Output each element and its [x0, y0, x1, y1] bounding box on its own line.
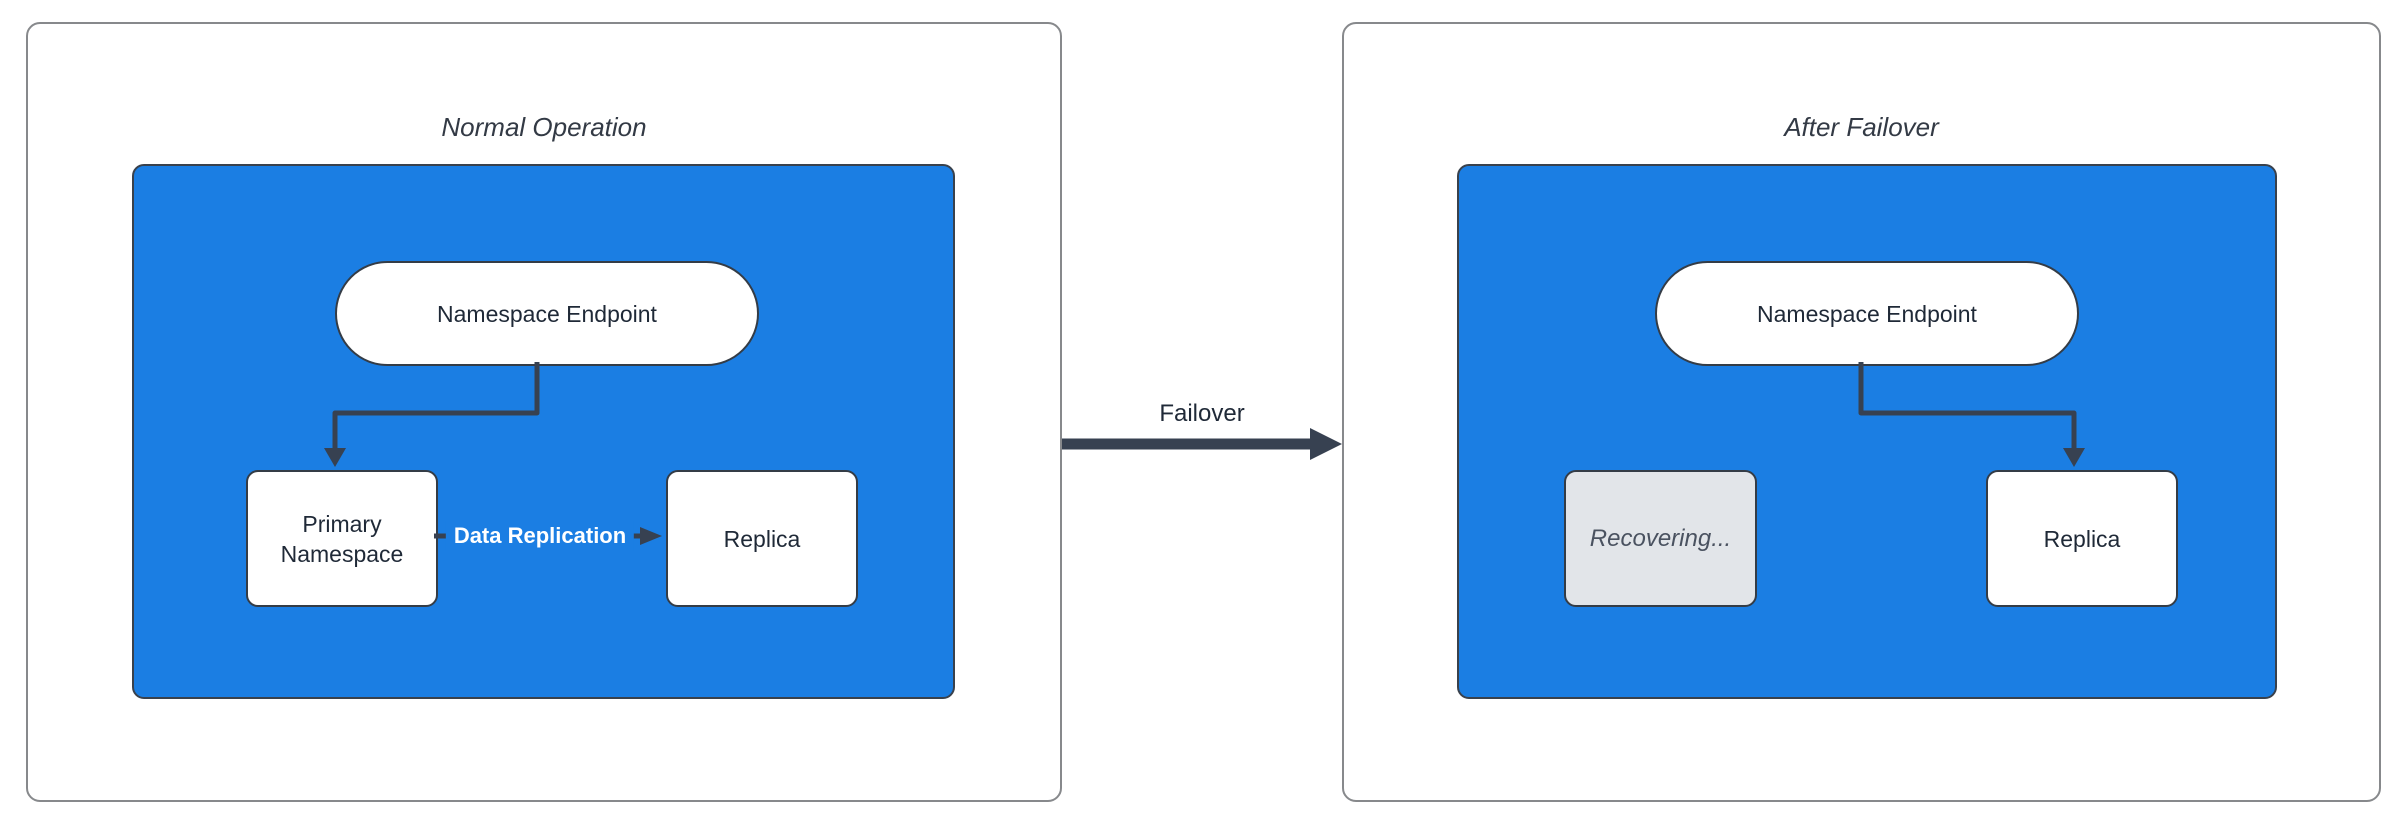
node-label-recovering: Recovering...	[1589, 524, 1732, 552]
node-label-namespace-endpoint-normal: Namespace Endpoint	[437, 300, 657, 327]
edge-label-data-replication: Data Replication	[445, 521, 635, 551]
arrowhead-failover	[1310, 428, 1342, 460]
panel-title-normal-operation: Normal Operation	[441, 112, 647, 142]
node-label-replica-normal: Replica	[723, 525, 801, 552]
edge-label-failover: Failover	[1151, 400, 1253, 428]
panel-normal-operation: Normal Operation Namespace Endpoint Prim…	[26, 22, 1062, 802]
cluster-box-failover: Namespace Endpoint Recovering... Replica	[1457, 164, 2277, 699]
node-primary-namespace: Primary Namespace	[246, 470, 438, 607]
node-namespace-endpoint-failover: Namespace Endpoint	[1655, 261, 2079, 366]
node-namespace-endpoint-normal: Namespace Endpoint	[335, 261, 759, 366]
node-label-primary-namespace: Primary Namespace	[280, 510, 404, 567]
panel-after-failover: After Failover Namespace Endpoint Recove…	[1342, 22, 2381, 802]
node-replica-failover: Replica	[1986, 470, 2178, 607]
node-recovering: Recovering...	[1564, 470, 1757, 607]
node-label-replica-failover: Replica	[2043, 525, 2121, 552]
panel-title-after-failover: After Failover	[1784, 112, 1939, 142]
node-label-namespace-endpoint-failover: Namespace Endpoint	[1757, 300, 1977, 327]
node-replica-normal: Replica	[666, 470, 858, 607]
cluster-box-normal: Namespace Endpoint Primary Namespace Rep…	[132, 164, 955, 699]
